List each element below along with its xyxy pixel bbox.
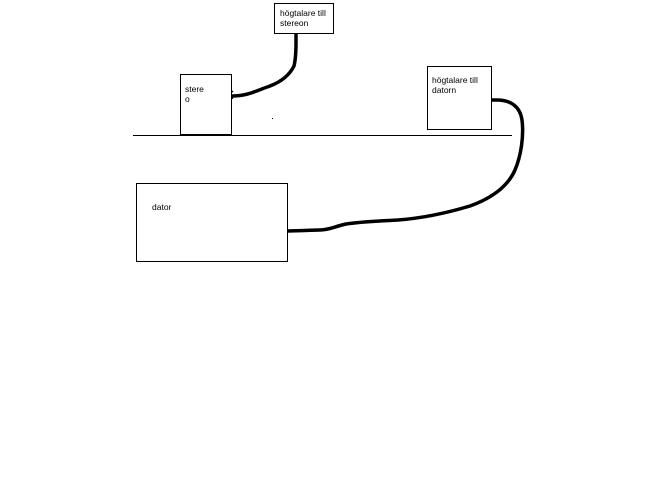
speaker-for-stereo-label-line2: stereon: [280, 18, 309, 28]
speaker-for-stereo-label-line1: högtalare till: [280, 8, 326, 18]
cable-stereo-to-speaker: [230, 32, 298, 98]
stereo-label-line1: stere: [185, 84, 204, 94]
cable-computer-to-speaker: [286, 98, 525, 233]
speaker-for-computer-label-line1: högtalare till: [432, 75, 478, 85]
stereo-label-line2: o: [185, 94, 190, 104]
speaker-for-computer-label-line2: datorn: [432, 85, 457, 95]
stray-dot: [272, 118, 273, 119]
computer-box: dator: [136, 183, 288, 262]
computer-label: dator: [152, 202, 172, 212]
